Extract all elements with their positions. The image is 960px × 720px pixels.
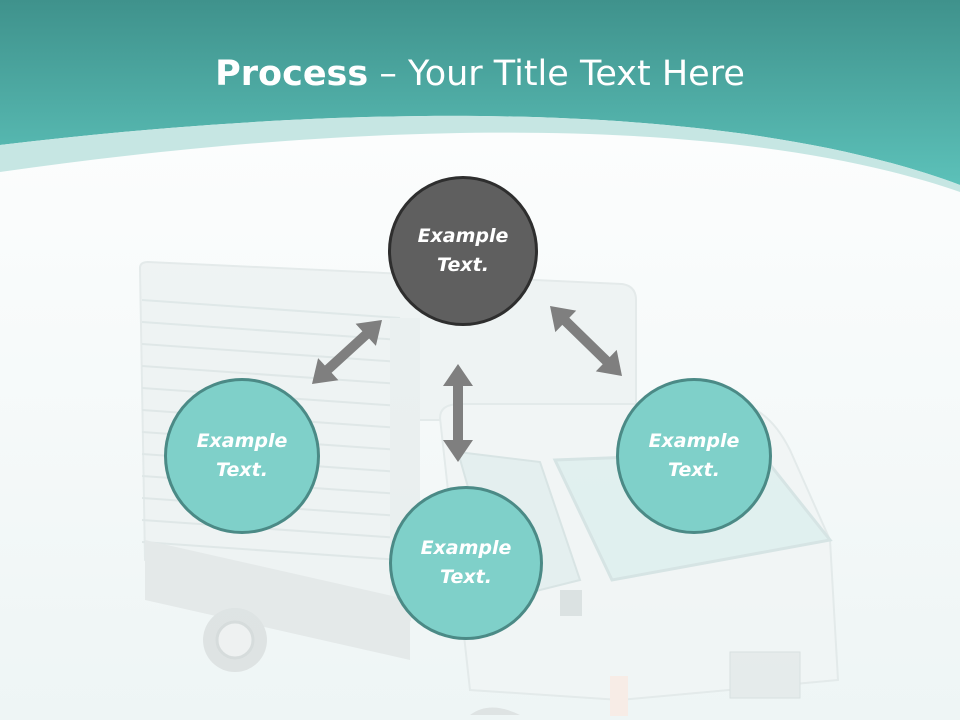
arrow-top-left bbox=[312, 320, 382, 384]
process-node-right: Example Text. bbox=[616, 378, 772, 534]
process-arrows bbox=[312, 306, 622, 462]
process-node-label: Example Text. bbox=[196, 430, 288, 481]
slide-title: Process – Your Title Text Here bbox=[0, 52, 960, 96]
process-node-label: Example Text. bbox=[417, 225, 509, 276]
header-swoosh bbox=[0, 115, 960, 192]
process-node-bottom: Example Text. bbox=[389, 486, 543, 640]
process-node-label: Example Text. bbox=[648, 430, 740, 481]
process-node-top: Example Text. bbox=[388, 176, 538, 326]
arrow-top-bottom bbox=[443, 364, 473, 462]
title-bold: Process bbox=[215, 54, 369, 94]
process-node-left: Example Text. bbox=[164, 378, 320, 534]
process-node-label: Example Text. bbox=[420, 537, 512, 588]
arrow-top-right bbox=[550, 306, 622, 376]
title-rest: – Your Title Text Here bbox=[368, 54, 745, 94]
header-band bbox=[0, 0, 960, 185]
